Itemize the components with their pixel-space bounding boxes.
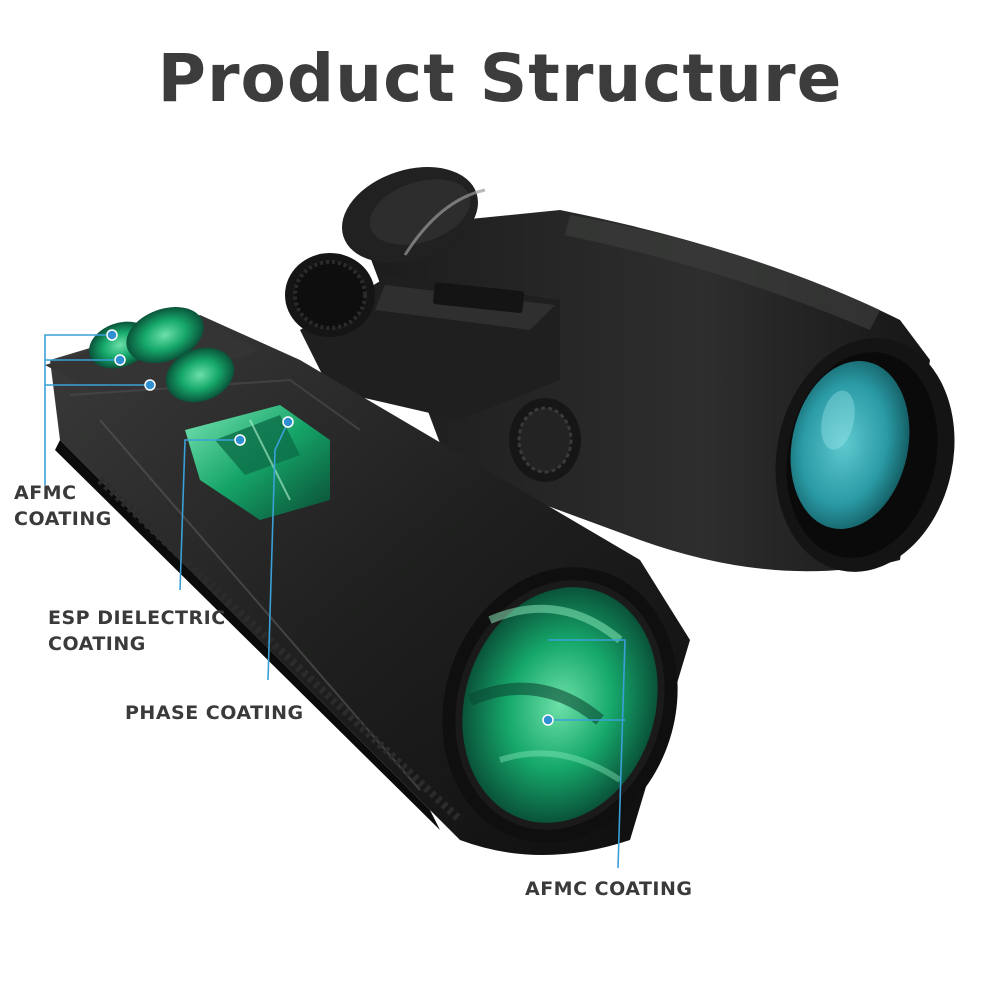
page-title: Product Structure [157, 40, 843, 117]
dot-afmc-2 [114, 354, 126, 366]
dot-esp [234, 434, 246, 446]
label-line: COATING [48, 633, 146, 655]
leader-afmc-eyepiece-a [44, 334, 112, 485]
leader-dots [106, 329, 554, 726]
label-phase: PHASE COATING [125, 700, 304, 726]
label-line: AFMC COATING [525, 878, 693, 900]
eyepiece-lens-3 [165, 347, 235, 403]
label-line: PHASE COATING [125, 702, 304, 724]
dot-phase [282, 416, 294, 428]
left-barrel-cutaway [45, 306, 690, 855]
label-line: COATING [14, 508, 112, 530]
right-objective-lens [790, 360, 910, 530]
label-line: AFMC [14, 482, 77, 504]
leader-phase [267, 421, 289, 681]
leader-afmc-objective-a [548, 639, 626, 869]
dot-afmc-1 [106, 329, 118, 341]
center-bridge [285, 253, 581, 482]
left-objective-lens [462, 587, 658, 823]
leader-lines [44, 334, 626, 869]
label-afmc-objective: AFMC COATING [525, 876, 693, 902]
eyepiece-lens-2 [126, 306, 204, 364]
label-afmc-eyepiece: AFMC COATING [14, 480, 112, 532]
label-esp-dielectric: ESP DIELECTRIC COATING [48, 605, 226, 657]
label-line: ESP DIELECTRIC [48, 607, 226, 629]
dot-afmc-objective [542, 714, 554, 726]
dot-afmc-3 [144, 379, 156, 391]
leader-esp [179, 439, 240, 591]
